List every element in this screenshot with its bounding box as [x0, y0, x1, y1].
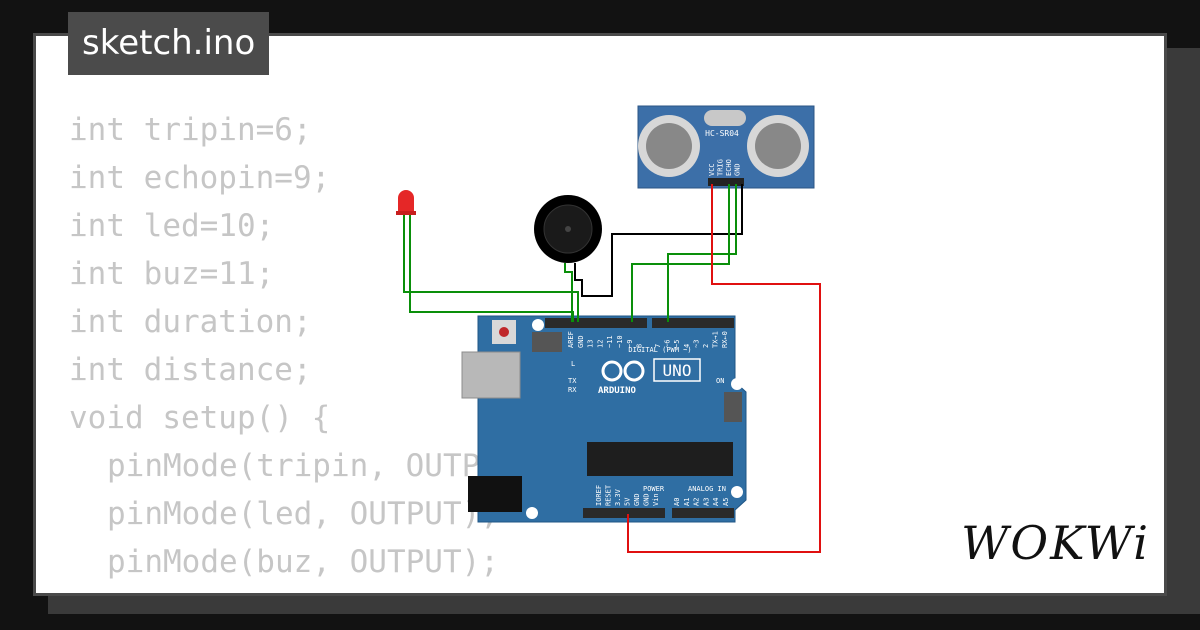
pin-label: VCC	[708, 163, 716, 176]
pin-label: 7	[654, 344, 662, 348]
pin-label: RESET	[605, 484, 613, 506]
pin-label: 2	[702, 344, 710, 348]
pin-label: 3.3V	[614, 488, 622, 506]
pin-label: ~9	[626, 340, 634, 348]
pin-label: 5V	[624, 497, 632, 506]
code-editor: int tripin=6; int echopin=9; int led=10; in…	[69, 106, 555, 593]
power-header	[583, 508, 665, 518]
board-name: UNO	[663, 361, 692, 380]
red-led[interactable]	[396, 190, 416, 215]
pin-label: A2	[693, 498, 701, 506]
brand-label: ARDUINO	[598, 386, 637, 396]
icsp-header	[532, 332, 742, 422]
l-led-label: L	[571, 360, 575, 368]
pin-label: ~3	[692, 340, 700, 348]
piezo-buzzer[interactable]	[534, 195, 602, 263]
code-line: pinMode(echopin, INPUT);	[69, 586, 555, 593]
pin-label: Vin	[652, 493, 660, 506]
pin-label: ECHO	[725, 159, 733, 176]
pin-label: GND	[633, 493, 641, 506]
code-line: int led=10;	[69, 208, 275, 244]
pin-label: 12	[596, 340, 604, 348]
preview-card: int tripin=6; int echopin=9; int led=10; in…	[33, 33, 1167, 596]
trig-wire	[631, 184, 730, 322]
code-line: int echopin=9;	[69, 160, 331, 196]
arduino-logo: ARDUINO	[598, 360, 645, 396]
led-wire	[403, 215, 579, 322]
digital-header-high	[545, 318, 647, 328]
digital-header-low	[652, 318, 734, 328]
pin-label: A4	[712, 498, 720, 506]
reset-button[interactable]	[499, 327, 509, 337]
analog-header	[672, 508, 734, 518]
code-line: void setup() {	[69, 400, 331, 436]
power-label: POWER	[643, 485, 665, 493]
gnd-wire	[574, 184, 743, 297]
analog-label: ANALOG IN	[688, 485, 726, 493]
pin-label: AREF	[567, 331, 575, 348]
pin-label: ~11	[606, 335, 614, 348]
pin-label: A5	[722, 498, 730, 506]
mount-hole	[532, 319, 544, 331]
tx-led-label: TX	[568, 377, 577, 385]
crystal	[704, 110, 746, 126]
pin-label: 8	[636, 344, 644, 348]
on-label: ON	[716, 377, 724, 385]
pin-label: TX→1	[712, 331, 720, 348]
power-jack	[468, 476, 522, 512]
code-line: int distance;	[69, 352, 312, 388]
echo-wire	[667, 184, 737, 322]
mount-hole	[731, 486, 743, 498]
code-line: int buz=11;	[69, 256, 275, 292]
pin-label: ~6	[664, 340, 672, 348]
pin-label: TRIG	[717, 159, 725, 176]
rx-led-label: RX	[568, 386, 577, 394]
pin-label: 4	[683, 344, 691, 348]
sensor-pin-header	[708, 178, 744, 186]
pin-label: RX←0	[721, 331, 729, 348]
uno-badge	[653, 358, 701, 382]
code-line: int duration;	[69, 304, 312, 340]
usb-port	[461, 351, 521, 399]
wires	[403, 184, 821, 553]
code-line: int tripin=6;	[69, 112, 312, 148]
pin-label: A0	[673, 498, 681, 506]
mount-hole	[526, 507, 538, 519]
file-tab[interactable]: sketch.ino	[68, 12, 270, 75]
pin-label: ~10	[616, 335, 624, 348]
pin-label: 13	[587, 340, 595, 348]
digital-label: DIGITAL (PWM ~)	[628, 346, 691, 354]
vcc-wire	[627, 184, 821, 553]
buzzer-wire	[564, 263, 573, 322]
pin-label: GND	[734, 163, 742, 176]
pin-label: A1	[683, 498, 691, 506]
arduino-uno-board[interactable]: DIGITAL (PWM ~) POWER ANALOG IN ON L TX …	[461, 315, 747, 523]
mount-hole	[731, 378, 743, 390]
code-line: pinMode(buz, OUTPUT);	[107, 544, 499, 580]
pin-label: A3	[702, 498, 710, 506]
pin-label: ~5	[673, 340, 681, 348]
atmega-chip	[587, 442, 733, 476]
pin-label: GND	[643, 493, 651, 506]
pin-label: IOREF	[595, 485, 603, 506]
sensor-model-label: HC-SR04	[705, 129, 739, 138]
code-line: pinMode(led, OUTPUT);	[107, 496, 499, 532]
pin-label: GND	[577, 335, 585, 348]
wokwi-logo: WOKWi	[961, 516, 1150, 570]
